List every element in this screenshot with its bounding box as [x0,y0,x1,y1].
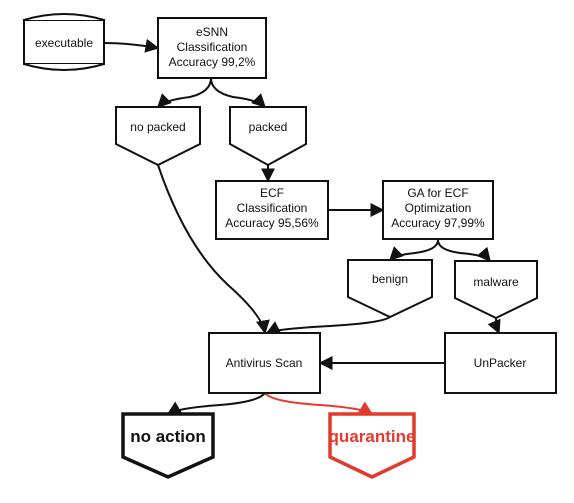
node-esnn-line-1: eSNN [196,25,228,39]
edge-esnn-packed [210,77,266,108]
edge-ga-benign [389,239,439,261]
node-no-packed: no packed [115,106,201,167]
node-unpacker-label: UnPacker [474,356,527,370]
node-ecf-line-1: ECF [260,186,284,200]
node-quarantine-label: quarantine [329,427,416,446]
node-malware-label: malware [473,275,519,289]
node-ga-line-3: Accuracy 97,99% [391,216,485,230]
edge-malware-unpacker [487,317,501,335]
node-malware: malware [454,260,538,320]
node-no-action: no action [121,412,215,479]
node-esnn-line-2: Classification [177,40,248,54]
node-executable: executable [23,13,105,71]
node-quarantine: quarantine [328,412,416,479]
node-ga-line-2: Optimization [405,201,472,215]
edge-benign-antivirus [265,316,391,334]
edges [103,38,501,415]
node-executable-label: executable [35,36,93,50]
edge-esnn-nopacked [157,77,212,108]
node-packed-label: packed [249,120,288,134]
node-no-packed-label: no packed [130,120,185,134]
node-no-action-label: no action [130,427,206,446]
edge-antivirus-quarantine [264,392,374,415]
edge-nopacked-antivirus [157,164,270,335]
node-packed: packed [229,106,307,167]
node-ecf-line-3: Accuracy 95,56% [225,216,319,230]
node-esnn: eSNN Classification Accuracy 99,2% [157,17,267,79]
node-antivirus-scan-label: Antivirus Scan [226,356,303,370]
node-esnn-line-3: Accuracy 99,2% [169,55,256,69]
node-ga-line-1: GA for ECF [407,186,468,200]
edge-ga-malware [437,239,491,263]
node-antivirus-scan: Antivirus Scan [208,332,321,394]
edge-antivirus-noaction [166,392,266,415]
edge-executable-esnn [103,38,160,53]
node-ga: GA for ECF Optimization Accuracy 97,99% [382,180,494,240]
node-ecf-line-2: Classification [237,201,308,215]
node-benign: benign [347,259,433,319]
node-ecf: ECF Classification Accuracy 95,56% [215,180,329,240]
node-benign-label: benign [372,272,408,286]
node-unpacker: UnPacker [444,332,557,394]
